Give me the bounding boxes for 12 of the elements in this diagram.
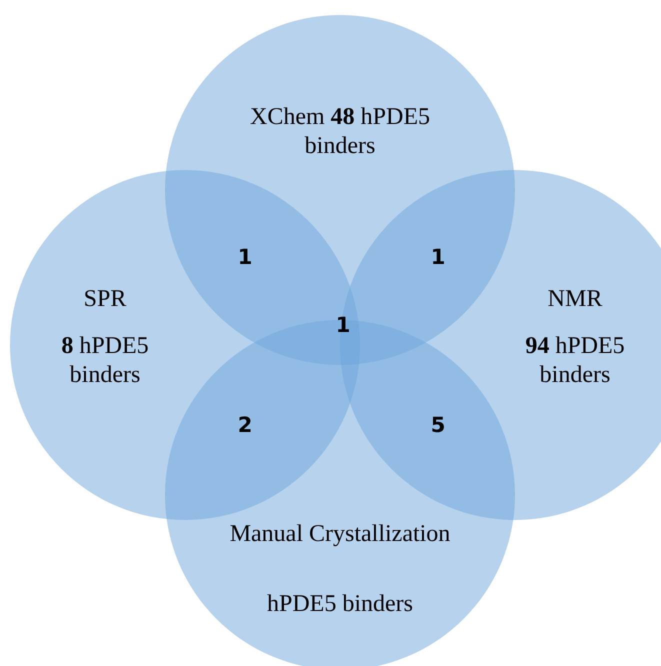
set-title: XChem 48 hPDE5 binders [248, 103, 431, 161]
intersection-count: 2 [238, 413, 252, 437]
set-count-text: hPDE5 binders [266, 590, 414, 619]
intersection-count: 1 [336, 313, 350, 337]
set-title: NMR [546, 285, 604, 314]
set-title: Manual Crystallization [228, 520, 452, 549]
set-count-text: 8 hPDE5 binders [60, 332, 150, 390]
intersection-count: 1 [238, 245, 252, 269]
intersection-count: 5 [430, 413, 446, 437]
intersection-count: 1 [430, 245, 446, 269]
set-count-text: 94 hPDE5 binders [524, 332, 626, 390]
set-title: SPR [82, 285, 128, 314]
